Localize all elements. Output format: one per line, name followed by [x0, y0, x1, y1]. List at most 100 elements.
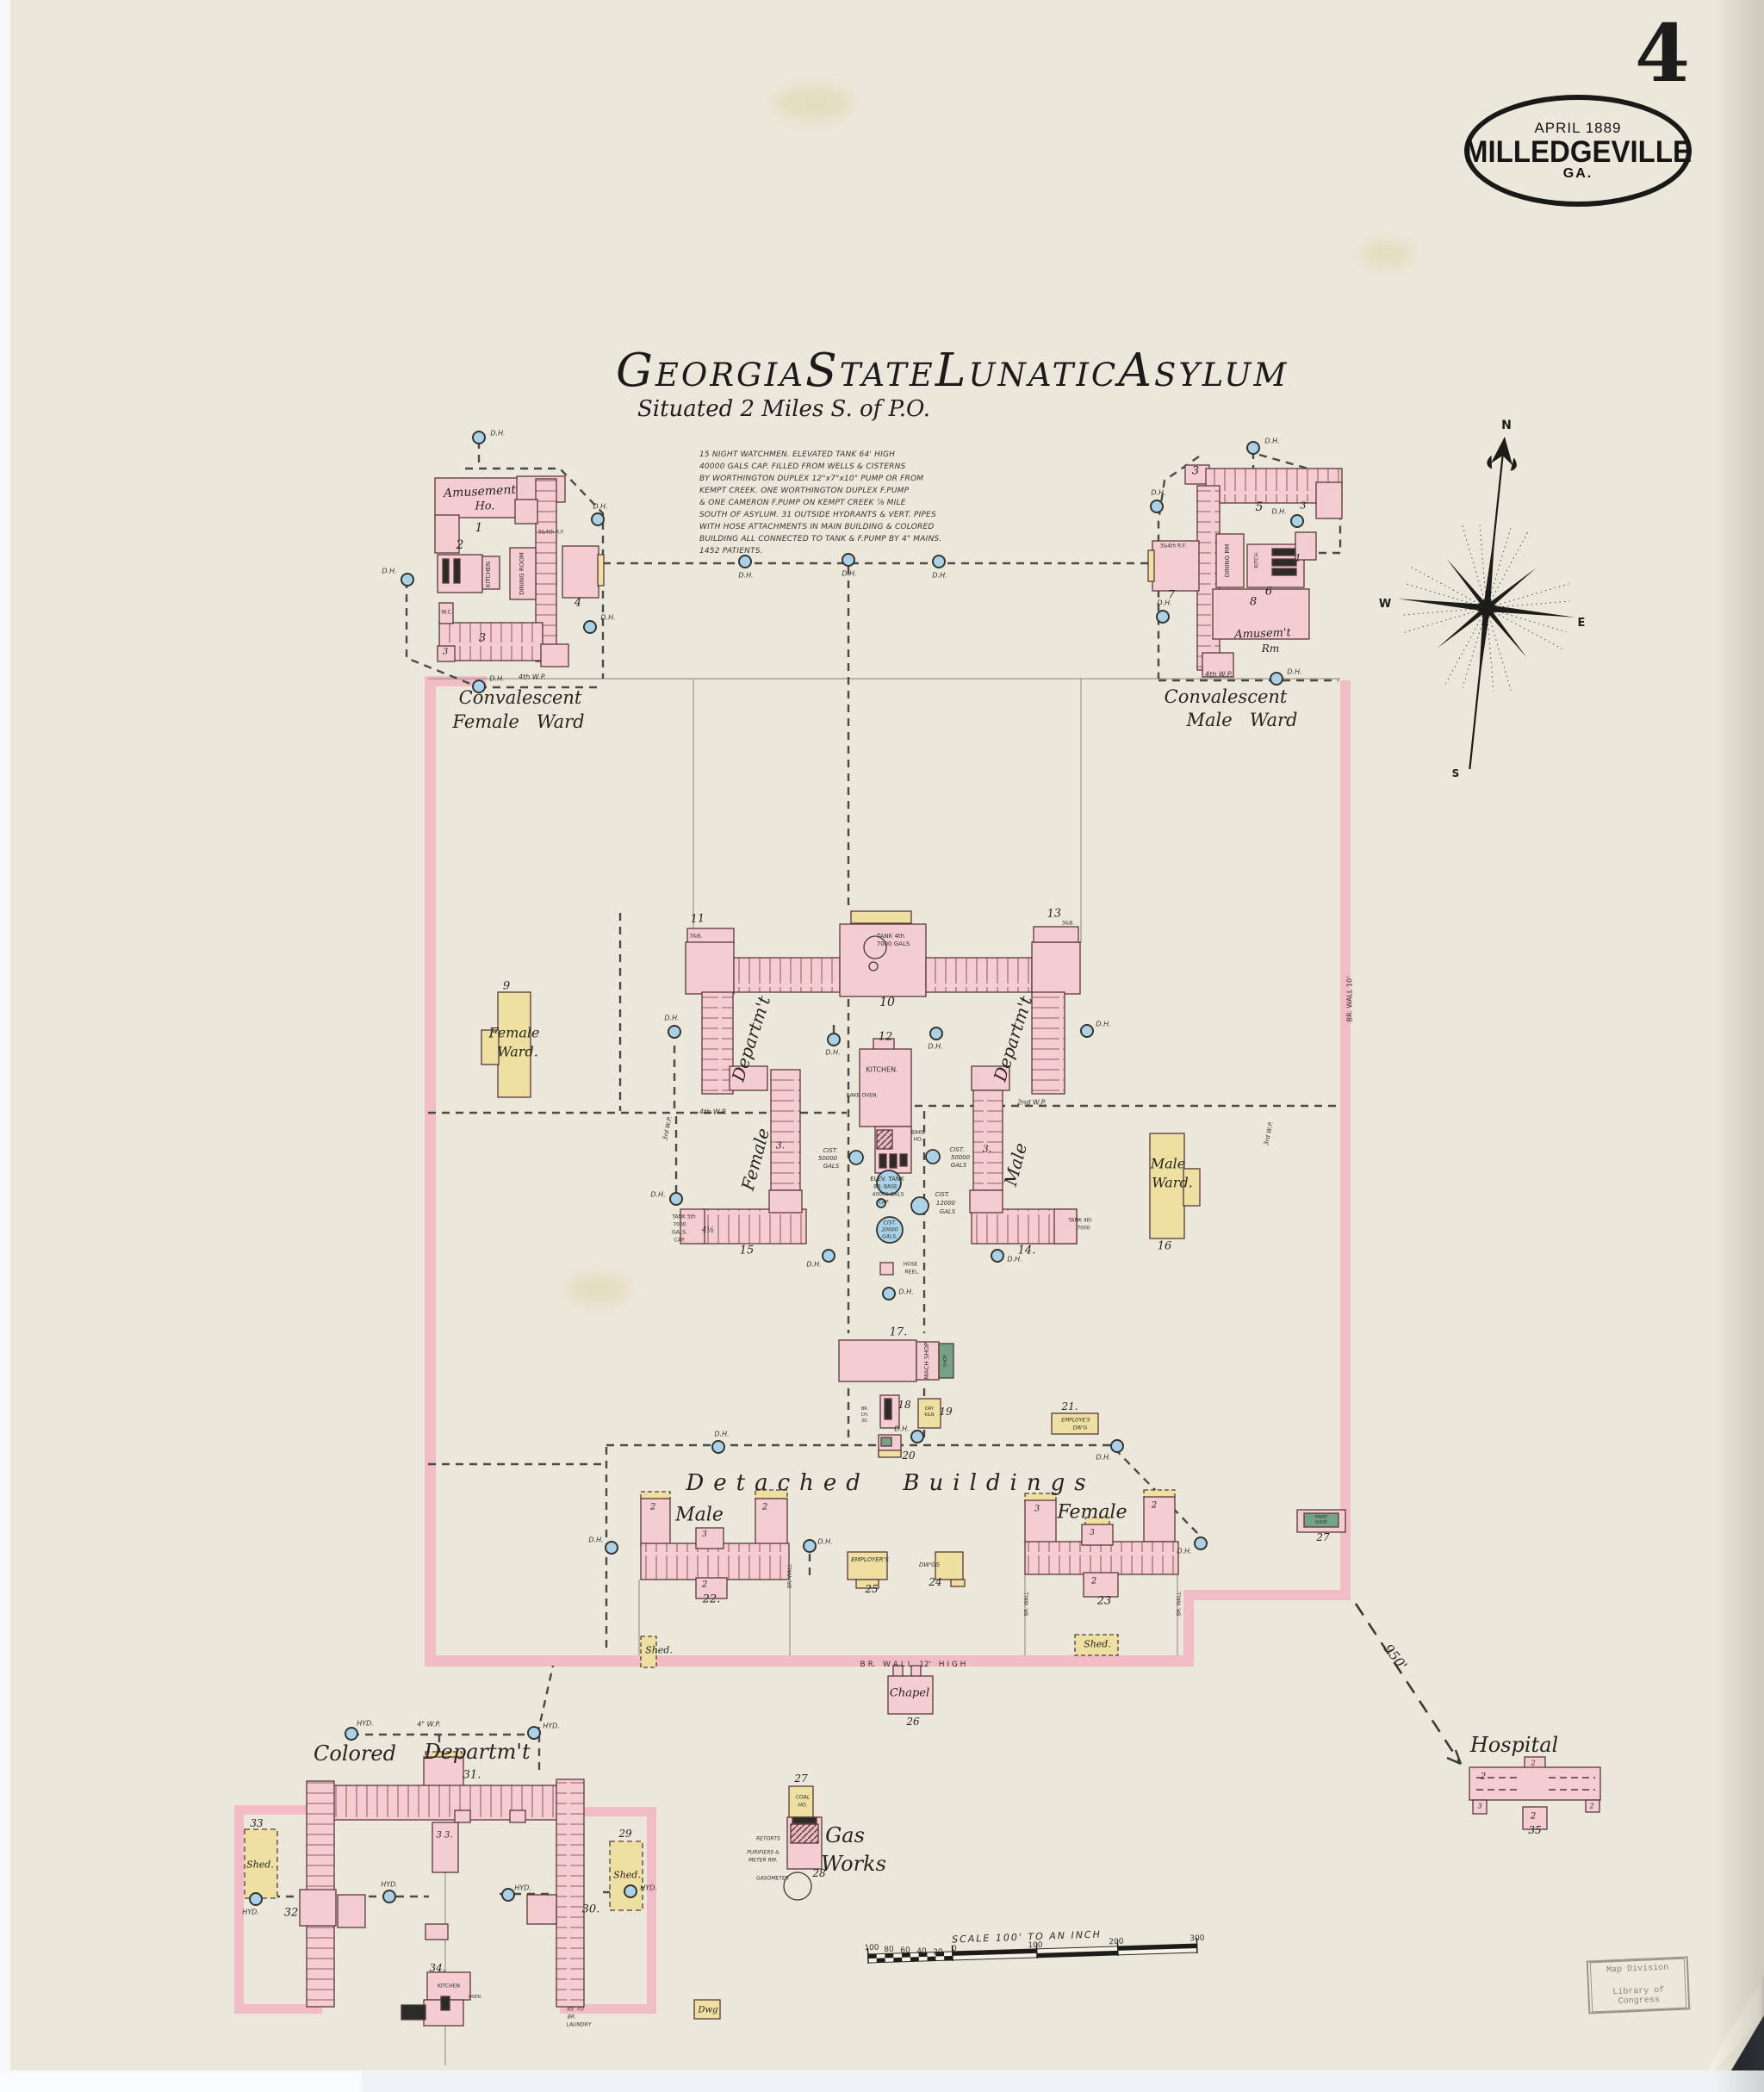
- label-tank4r-line1: TANK 4th: [1068, 1217, 1092, 1224]
- hydrant-label-25: D.H.: [1177, 1547, 1192, 1555]
- building-chapel-26: [887, 1665, 934, 1715]
- label-bldg-no-15: 15: [739, 1244, 755, 1257]
- label-bldg-no-12: 12: [878, 1030, 893, 1044]
- label-paint-shop-line1: PAINT: [1314, 1515, 1328, 1520]
- hydrant-32: [501, 1888, 515, 1902]
- hydrant-26: [803, 1539, 817, 1553]
- label-bldg-no-26: 26: [906, 1716, 920, 1728]
- hydrant-label-7: D.H.: [1151, 488, 1166, 497]
- hydrant-27: [605, 1541, 618, 1555]
- label-male-ward-line2: Ward.: [1152, 1174, 1193, 1191]
- hydrant-label-12: D.H.: [842, 569, 857, 578]
- label-coal-ho-line2: HO.: [798, 1802, 808, 1809]
- hydrant-5: [472, 680, 486, 693]
- label-bldg-no-21: 21.: [1061, 1400, 1078, 1412]
- hydrant-label-15: D.H.: [825, 1048, 841, 1057]
- hydrant-label-26: D.H.: [817, 1537, 833, 1546]
- hydrant-13: [932, 555, 946, 568]
- label-cist20-line2: 20000: [881, 1226, 898, 1233]
- label-cist50-l-line1: CIST.: [823, 1147, 838, 1154]
- label-bldg-no-2: 2: [456, 538, 464, 552]
- title-word-4: Asylum: [1118, 343, 1289, 397]
- scale-tick-1: 100: [864, 1943, 879, 1953]
- label-works-label: Works: [821, 1852, 886, 1876]
- hydrant-16: [929, 1027, 943, 1040]
- hydrant-label-20: D.H.: [1007, 1255, 1022, 1263]
- label-tank5-line3: GALS.: [672, 1229, 687, 1236]
- hydrant-label-5: D.H.: [489, 674, 505, 683]
- label-wc-label-f: W.C.: [441, 609, 453, 616]
- label-note-3br-13: 3&B.: [1061, 920, 1075, 927]
- label-bldg-no-30: 30.: [581, 1903, 600, 1916]
- label-shed-label-m: Shed.: [645, 1644, 673, 1656]
- label-bldg-no-2g: 2: [1090, 1576, 1097, 1586]
- scale-tick-5: 20: [933, 1947, 943, 1958]
- scale-tick-3: 60: [900, 1946, 910, 1956]
- paper-stain: [568, 1275, 629, 1304]
- hydrant-label-13: D.H.: [932, 571, 947, 580]
- label-wp4-label-main: 4th W.P.: [699, 1108, 727, 1116]
- scan-edge-right: [1714, 0, 1764, 2092]
- hydrant-label-8: D.H.: [1271, 507, 1287, 516]
- label-dining-rm-label-m: DINING RM: [1224, 543, 1231, 578]
- hydrant-label-10: D.H.: [1287, 667, 1302, 676]
- label-bldg-no-29: 29: [618, 1828, 632, 1840]
- label-bldg-no-27g: 27: [794, 1772, 808, 1785]
- label-bldg-no-27p: 27: [1316, 1531, 1330, 1543]
- hydrant-label-14: D.H.: [664, 1014, 680, 1022]
- label-bake-ho-line1: BAKE: [911, 1129, 925, 1136]
- building-gas-works: [783, 1785, 823, 1901]
- label-conv-male-line2: Male Ward: [1186, 710, 1298, 730]
- label-bldg-no-2c: 2: [649, 1502, 656, 1512]
- note-line-8: BUILDING ALL CONNECTED TO TANK & F.PUMP …: [699, 535, 942, 543]
- label-bldg-no-24: 24: [929, 1576, 942, 1588]
- label-rf-note-m: 3&4th R.F.: [1159, 543, 1187, 549]
- label-departmt-label-c: Departm't: [424, 1740, 531, 1764]
- label-kitchen-label-f: KITCHEN: [485, 561, 492, 588]
- label-br-wall-10-label: BR. WALL 10': [1345, 976, 1354, 1022]
- note-line-4: KEMPT CREEK. ONE WORTHINGTON DUPLEX F.PU…: [699, 487, 910, 495]
- compass-rose: N W E S: [1379, 419, 1586, 779]
- label-bldg-no-2d: 2: [761, 1502, 768, 1512]
- label-bldg-no-33s: 3 3.: [436, 1830, 453, 1841]
- label-conv-male-line1: Convalescent: [1164, 686, 1288, 707]
- distance-arrowhead: [1446, 1749, 1463, 1766]
- label-chapel-label: Chapel: [889, 1686, 930, 1700]
- building-male-detached-22: [640, 1489, 790, 1668]
- hydrant-label-18: D.H.: [650, 1190, 666, 1199]
- label-note-4half: 4½: [701, 1226, 715, 1235]
- label-wp4-label-m: 4th W.P.: [1205, 670, 1233, 679]
- label-purifiers-line1: PURIFIERS &: [747, 1849, 780, 1856]
- property-lines: [428, 678, 1340, 2065]
- label-female-ward-line1: Female: [488, 1024, 540, 1041]
- label-laundry-line1: 85' TO: [567, 2006, 584, 2013]
- hydrant-label-23: D.H.: [894, 1425, 910, 1433]
- label-employers-line1: EMPLOYER'S: [851, 1556, 889, 1563]
- hydrant-14: [668, 1025, 681, 1039]
- label-hospital-label: Hospital: [1469, 1733, 1559, 1757]
- hydrant-18: [669, 1192, 683, 1206]
- label-gas-label: Gas: [825, 1823, 865, 1847]
- label-purifiers-line2: METER RM.: [748, 1857, 778, 1864]
- label-kitchen-label-main: KITCHEN.: [866, 1065, 898, 1074]
- stamp-date: April 1889: [1534, 120, 1622, 136]
- label-dwg-label: Dwg: [698, 2005, 718, 2015]
- label-bldg-no-2j: 2: [1530, 1811, 1537, 1822]
- hose-reel-house: [879, 1262, 894, 1276]
- hydrant-4: [583, 620, 597, 634]
- hydrant-label-28: HYD.: [357, 1719, 374, 1728]
- label-cist50-l-line3: GALS: [823, 1163, 840, 1170]
- label-female-detached: Female: [1057, 1501, 1127, 1524]
- label-bldg-no-3k: 3: [1477, 1802, 1482, 1810]
- label-wall12-label: B R. W A L L 12' H I G H: [860, 1661, 966, 1669]
- label-bldg-no-13: 13: [1047, 907, 1062, 921]
- label-bldg-no-4: 4: [574, 596, 582, 610]
- title-word-2: State: [804, 343, 935, 397]
- label-bldg-no-2f: 2: [1151, 1500, 1158, 1511]
- label-shed-label-29: Shed.: [613, 1869, 641, 1881]
- label-male-detached: Male: [675, 1504, 724, 1526]
- scan-edge-bottom-left: [0, 2070, 362, 2092]
- label-bldg-no-3a: 3: [478, 631, 487, 645]
- compass-n: N: [1501, 419, 1512, 432]
